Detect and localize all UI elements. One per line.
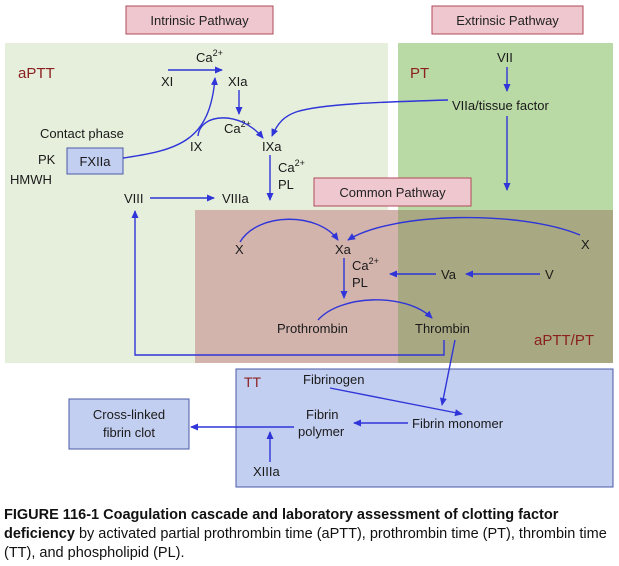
factor-x-left: X xyxy=(235,242,244,257)
pt-label: PT xyxy=(410,65,429,82)
clot-label-line1: Cross-linked xyxy=(93,407,165,422)
viia-tissue-factor: VIIa/tissue factor xyxy=(452,98,549,113)
figure-caption: FIGURE 116-1 Coagulation cascade and lab… xyxy=(4,506,616,563)
caption-rest: by activated partial prothrombin time (a… xyxy=(4,526,607,561)
pl-label-2: PL xyxy=(352,275,368,290)
calcium-label-1: Ca2+ xyxy=(196,48,223,65)
arrow-x-left-to-xa xyxy=(239,218,339,243)
factor-viii: VIII xyxy=(124,191,144,206)
pl-label-1: PL xyxy=(278,177,294,192)
calcium-label-4: Ca2+ xyxy=(352,256,379,273)
extrinsic-pathway-header: Extrinsic Pathway xyxy=(456,13,559,28)
caption-bold: FIGURE 116-1 Coagulation cascade and lab… xyxy=(4,507,559,542)
common-pathway-region xyxy=(195,210,398,363)
arrow-fxiia-to-xi-activation xyxy=(122,77,218,159)
factor-x-right: X xyxy=(581,237,590,252)
factor-viiia: VIIIa xyxy=(222,191,250,206)
fibrin-monomer-label: Fibrin monomer xyxy=(412,416,504,431)
contact-phase-label: Contact phase xyxy=(40,126,124,141)
arrow-thrombin-to-fibrin-monomer xyxy=(439,339,456,406)
factor-ixa: IXa xyxy=(262,139,282,154)
cross-linked-clot-box xyxy=(68,398,190,450)
factor-ix: IX xyxy=(190,139,203,154)
intrinsic-pathway-header-box xyxy=(125,5,274,35)
factor-v: V xyxy=(545,267,554,282)
factor-fxiia: FXIIa xyxy=(79,154,111,169)
thrombin-label: Thrombin xyxy=(415,321,470,336)
xiiia-label: XIIIa xyxy=(253,464,281,479)
fibrin-polymer-label-line2: polymer xyxy=(298,424,345,439)
factor-va: Va xyxy=(441,267,457,282)
factor-vii: VII xyxy=(497,50,513,65)
tt-region xyxy=(235,368,614,488)
factor-xia: XIa xyxy=(228,74,248,89)
fibrin-polymer-label-line1: Fibrin xyxy=(306,407,339,422)
tt-label: TT xyxy=(244,374,262,390)
overlap-region xyxy=(398,210,613,363)
arrow-viia-to-ix xyxy=(271,99,449,137)
factor-xi: XI xyxy=(161,74,173,89)
fxiia-box xyxy=(66,147,124,175)
arrow-x-right-to-xa xyxy=(347,216,581,241)
hmwh-label: HMWH xyxy=(10,172,52,187)
factor-xa: Xa xyxy=(335,242,352,257)
aptt-pt-label: aPTT/PT xyxy=(534,332,594,349)
arrow-fibrinogen-to-fibrin-monomer xyxy=(329,387,463,417)
pk-label: PK xyxy=(38,152,56,167)
clot-label-line2: fibrin clot xyxy=(103,425,155,440)
common-pathway-header-box xyxy=(313,177,472,207)
extrinsic-pathway-header-box xyxy=(431,5,584,35)
aptt-label: aPTT xyxy=(18,65,55,82)
fibrinogen-label: Fibrinogen xyxy=(303,372,364,387)
calcium-label-3: Ca2+ xyxy=(278,158,305,175)
arrow-prothrombin-to-thrombin xyxy=(317,299,433,321)
intrinsic-pathway-header: Intrinsic Pathway xyxy=(150,13,249,28)
common-pathway-header: Common Pathway xyxy=(339,185,446,200)
arrow-thrombin-feedback-to-viii xyxy=(131,210,445,356)
prothrombin-label: Prothrombin xyxy=(277,321,348,336)
arrow-ix-to-ixa xyxy=(197,117,264,139)
